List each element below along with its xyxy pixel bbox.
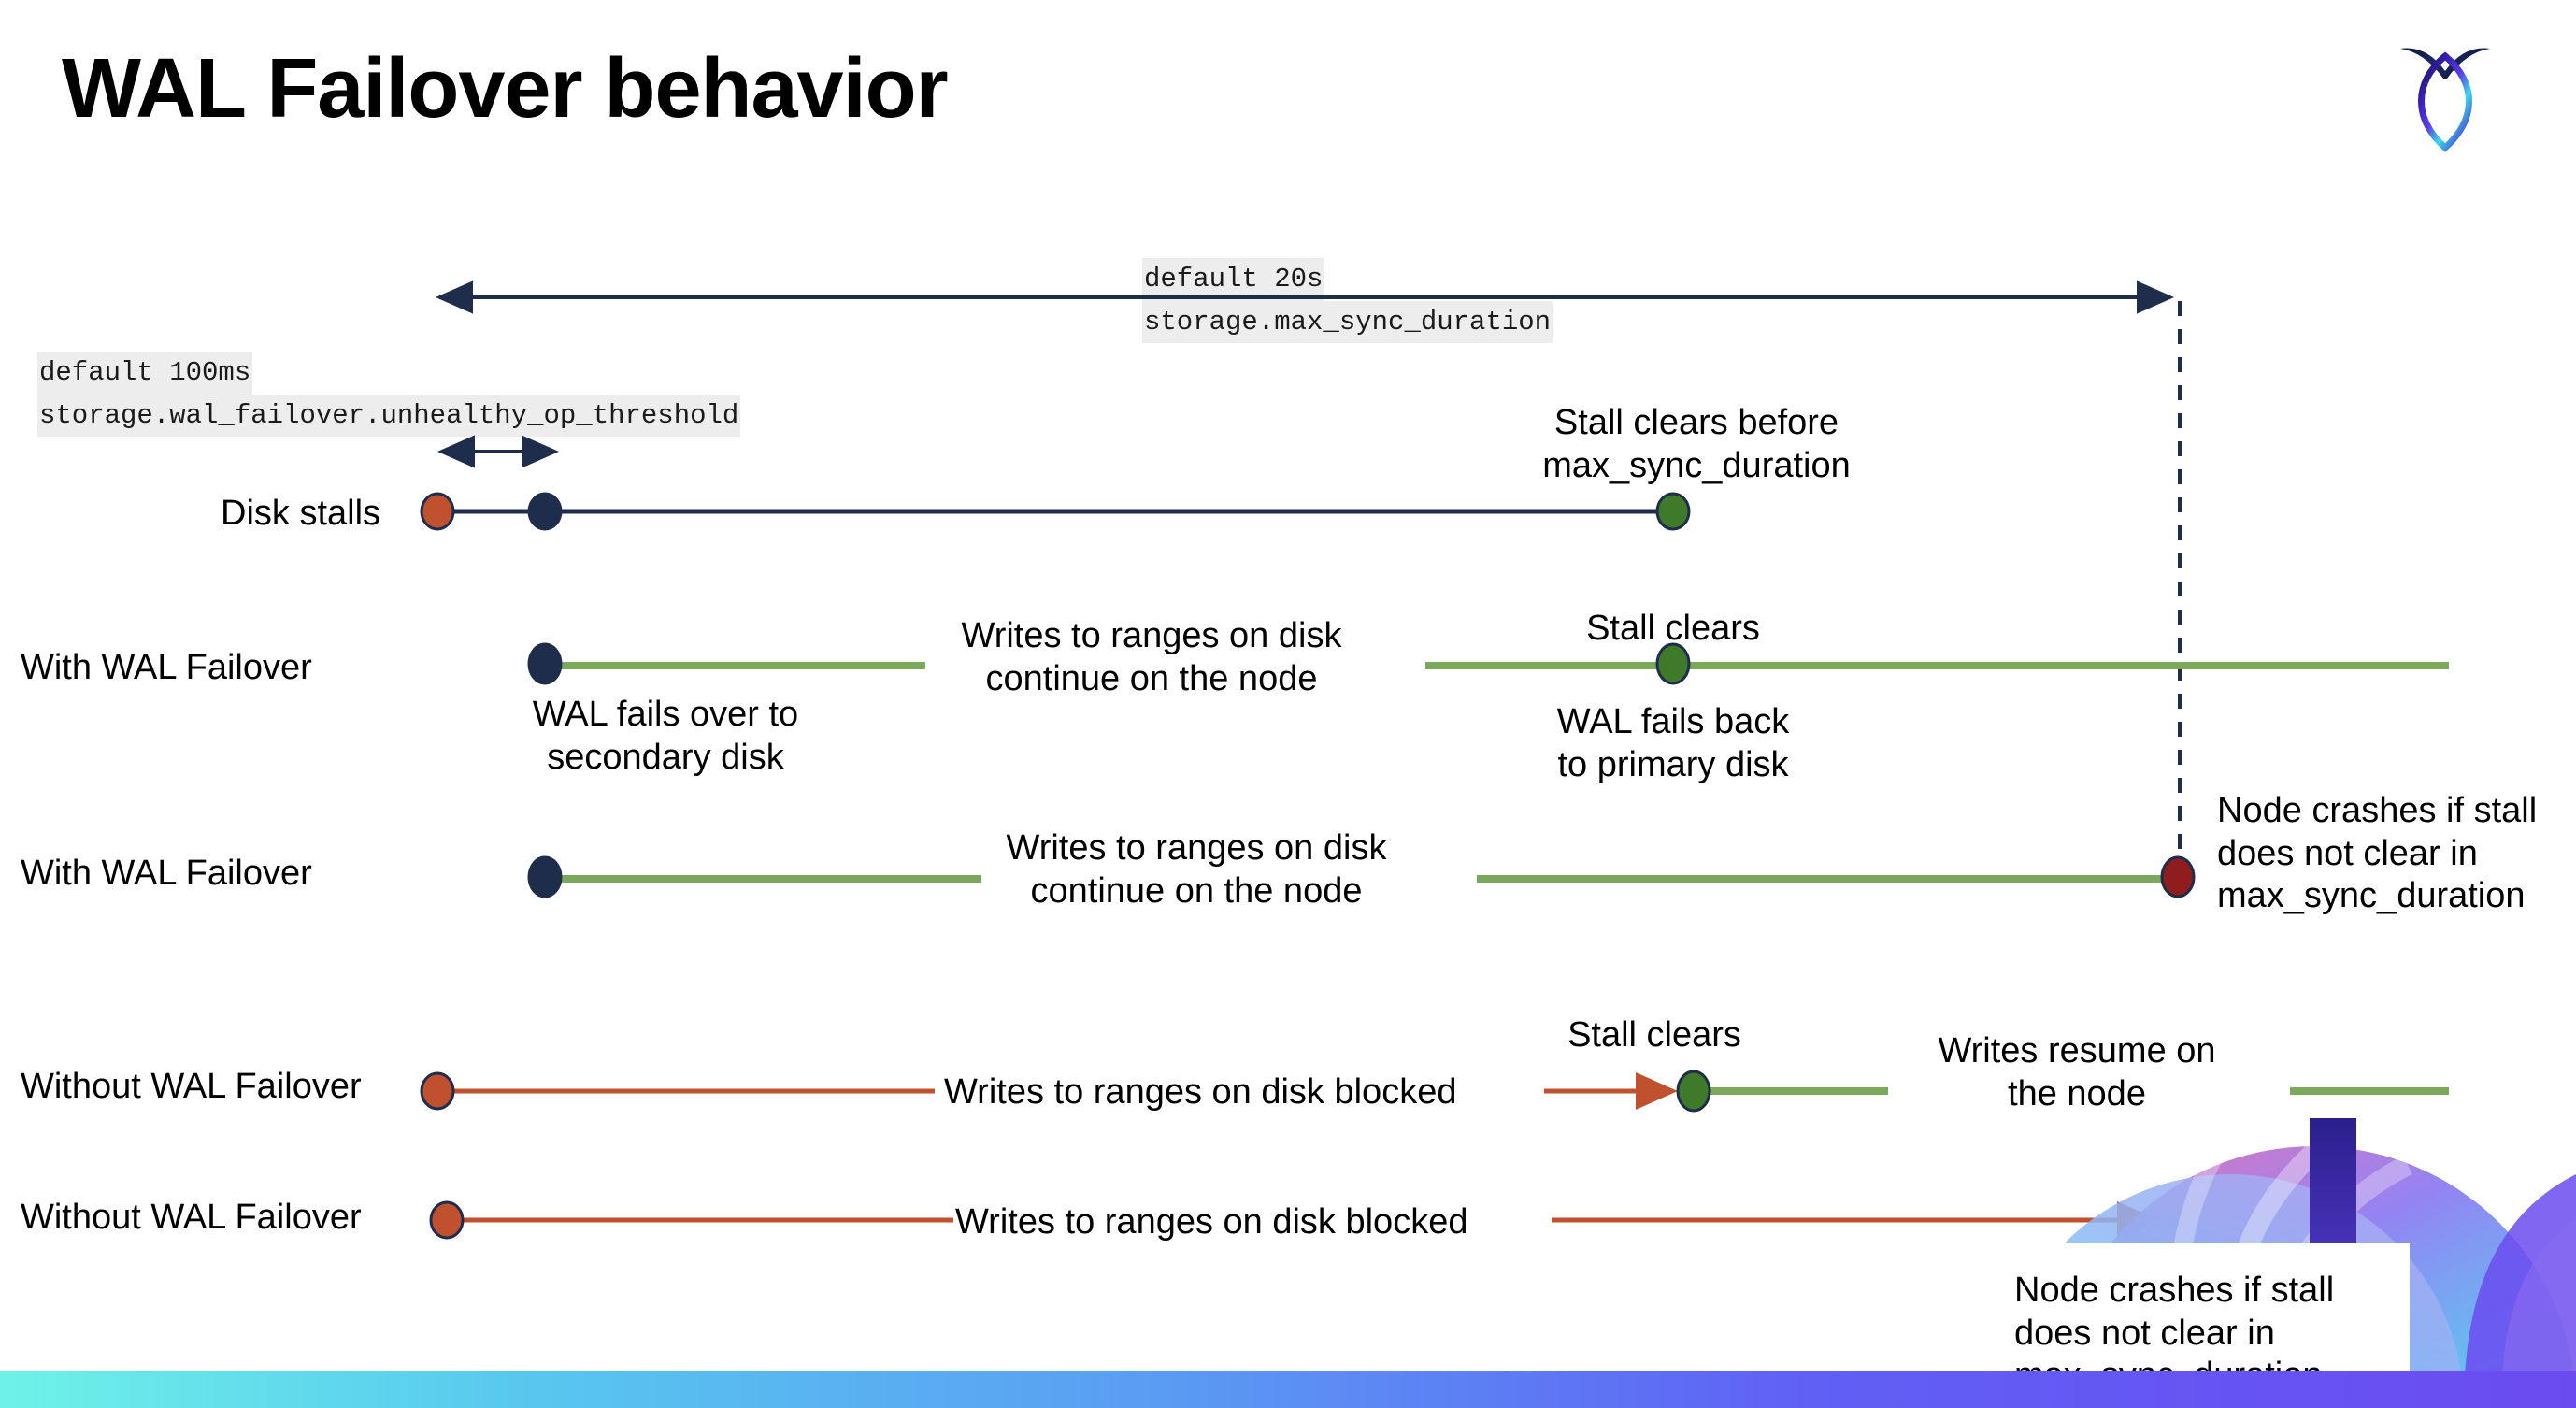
marker-stall-clears	[1655, 492, 1691, 531]
marker-stall-start	[420, 1071, 455, 1111]
timeline-row-with-failover-clears	[527, 642, 2449, 685]
callout-writes-continue-row2: Writes to ranges on disk continue on the…	[961, 616, 1342, 698]
page-title: WAL Failover behavior	[62, 42, 949, 136]
callout-writes-resume-row4: Writes resume on the node	[1938, 1031, 2216, 1113]
annotation-unhealthy-op-threshold: default 100ms storage.wal_failover.unhea…	[37, 352, 741, 437]
bottom-gradient-bar	[0, 1371, 2576, 1408]
marker-stall-start	[429, 1200, 465, 1240]
marker-stall-clears	[1676, 1070, 1711, 1113]
row-label-with-wal-failover-1: With WAL Failover	[21, 648, 312, 687]
callout-writes-continue-row3: Writes to ranges on disk continue on the…	[1006, 828, 1387, 911]
callout-writes-blocked-row4: Writes to ranges on disk blocked	[944, 1072, 1457, 1112]
callout-writes-blocked-row5: Writes to ranges on disk blocked	[955, 1202, 1468, 1242]
row-label-without-wal-failover-1: Without WAL Failover	[21, 1067, 362, 1106]
row-label-without-wal-failover-2: Without WAL Failover	[21, 1198, 362, 1237]
annotation-max-sync-duration: default 20s storage.max_sync_duration	[1142, 258, 1553, 343]
annotation-unhealthy-default: default 100ms	[37, 352, 253, 395]
callout-stall-clears-before-max-sync: Stall clears before max_sync_duration	[1542, 403, 1851, 485]
annotation-max-sync-setting: storage.max_sync_duration	[1142, 300, 1553, 343]
cockroachdb-logo	[2389, 28, 2501, 154]
callout-wal-fails-over: WAL fails over to secondary disk	[532, 695, 799, 777]
row-label-with-wal-failover-2: With WAL Failover	[21, 854, 312, 893]
callout-node-crashes-row3: Node crashes if stall does not clear in …	[2217, 791, 2538, 916]
marker-failover-trigger	[527, 492, 563, 531]
callout-wal-fails-back: WAL fails back to primary disk	[1556, 702, 1790, 784]
row-label-disk-stalls: Disk stalls	[221, 494, 381, 533]
annotation-unhealthy-setting: storage.wal_failover.unhealthy_op_thresh…	[37, 394, 741, 437]
callout-stall-clears-row2: Stall clears	[1586, 609, 1760, 648]
marker-failover-to-secondary	[527, 642, 563, 685]
annotation-max-sync-default: default 20s	[1142, 258, 1325, 301]
callout-stall-clears-row4: Stall clears	[1567, 1015, 1741, 1055]
marker-stall-start	[420, 492, 455, 531]
marker-node-crash	[2160, 855, 2196, 898]
timeline-row-disk-stalls	[420, 492, 1691, 531]
marker-failover-to-secondary	[527, 855, 563, 898]
